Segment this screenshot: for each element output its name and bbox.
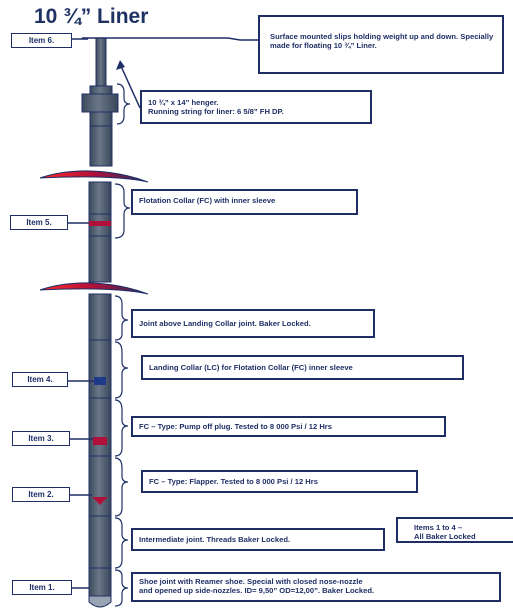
note-landing-collar: Landing Collar (LC) for Flotation Collar… bbox=[141, 355, 464, 380]
note-hanger: 10 ¾” x 14” henger. Running string for l… bbox=[140, 90, 372, 124]
note-pump-off-plug-text: FC – Type: Pump off plug. Tested to 8 00… bbox=[139, 422, 332, 431]
note-intermediate: Intermediate joint. Threads Baker Locked… bbox=[131, 528, 385, 551]
note-flapper: FC – Type: Flapper. Tested to 8 000 Psi … bbox=[141, 470, 418, 493]
item-6-label: Item 6. bbox=[11, 33, 72, 48]
item-1-label: Item 1. bbox=[12, 580, 72, 595]
item-4-label: Item 4. bbox=[12, 372, 68, 387]
note-joint-above: Joint above Landing Collar joint. Baker … bbox=[131, 309, 375, 338]
note-items-1-to-4-line2: All Baker Locked bbox=[414, 532, 476, 541]
note-flotation-collar: Flotation Collar (FC) with inner sleeve bbox=[131, 189, 358, 215]
note-flotation-collar-text: Flotation Collar (FC) with inner sleeve bbox=[139, 196, 276, 205]
note-intermediate-text: Intermediate joint. Threads Baker Locked… bbox=[139, 535, 291, 544]
item-5-label: Item 5. bbox=[10, 215, 68, 230]
running-string bbox=[95, 37, 107, 89]
item-3-label: Item 3. bbox=[12, 431, 70, 446]
note-items-1-to-4: Items 1 to 4 – All Baker Locked bbox=[396, 517, 513, 543]
liner-hanger bbox=[81, 85, 119, 167]
note-hanger-line1: 10 ¾” x 14” henger. bbox=[148, 98, 219, 107]
flapper-valve bbox=[92, 497, 108, 505]
landing-collar bbox=[94, 377, 106, 385]
centralizer-fin-upper bbox=[39, 170, 149, 183]
flotation-collar-sleeve bbox=[89, 221, 111, 226]
braces bbox=[114, 83, 131, 607]
upper-liner-joint bbox=[88, 181, 112, 283]
note-slips: Surface mounted slips holding weight up … bbox=[258, 15, 504, 74]
note-hanger-line2: Running string for liner: 6 5/8” FH DP. bbox=[148, 107, 284, 116]
pump-off-plug bbox=[93, 437, 107, 445]
reamer-shoe bbox=[88, 595, 112, 608]
diagram-title: 10 ¾” Liner bbox=[34, 5, 149, 28]
item-2-label: Item 2. bbox=[12, 487, 70, 502]
pointer-arrow-head bbox=[116, 60, 125, 70]
note-joint-above-text: Joint above Landing Collar joint. Baker … bbox=[139, 319, 311, 328]
note-shoe-line2: and opened up side-nozzles. ID= 9,50” OD… bbox=[139, 586, 375, 595]
note-landing-collar-text: Landing Collar (LC) for Flotation Collar… bbox=[149, 363, 353, 372]
note-shoe-line1: Shoe joint with Reamer shoe. Special wit… bbox=[139, 577, 363, 586]
note-items-1-to-4-line1: Items 1 to 4 – bbox=[414, 523, 463, 532]
note-slips-text: Surface mounted slips holding weight up … bbox=[270, 32, 494, 50]
centralizer-fin-lower bbox=[39, 282, 149, 295]
note-flapper-text: FC – Type: Flapper. Tested to 8 000 Psi … bbox=[149, 477, 318, 486]
note-shoe-joint: Shoe joint with Reamer shoe. Special wit… bbox=[131, 572, 501, 602]
note-pump-off-plug: FC – Type: Pump off plug. Tested to 8 00… bbox=[131, 416, 446, 437]
